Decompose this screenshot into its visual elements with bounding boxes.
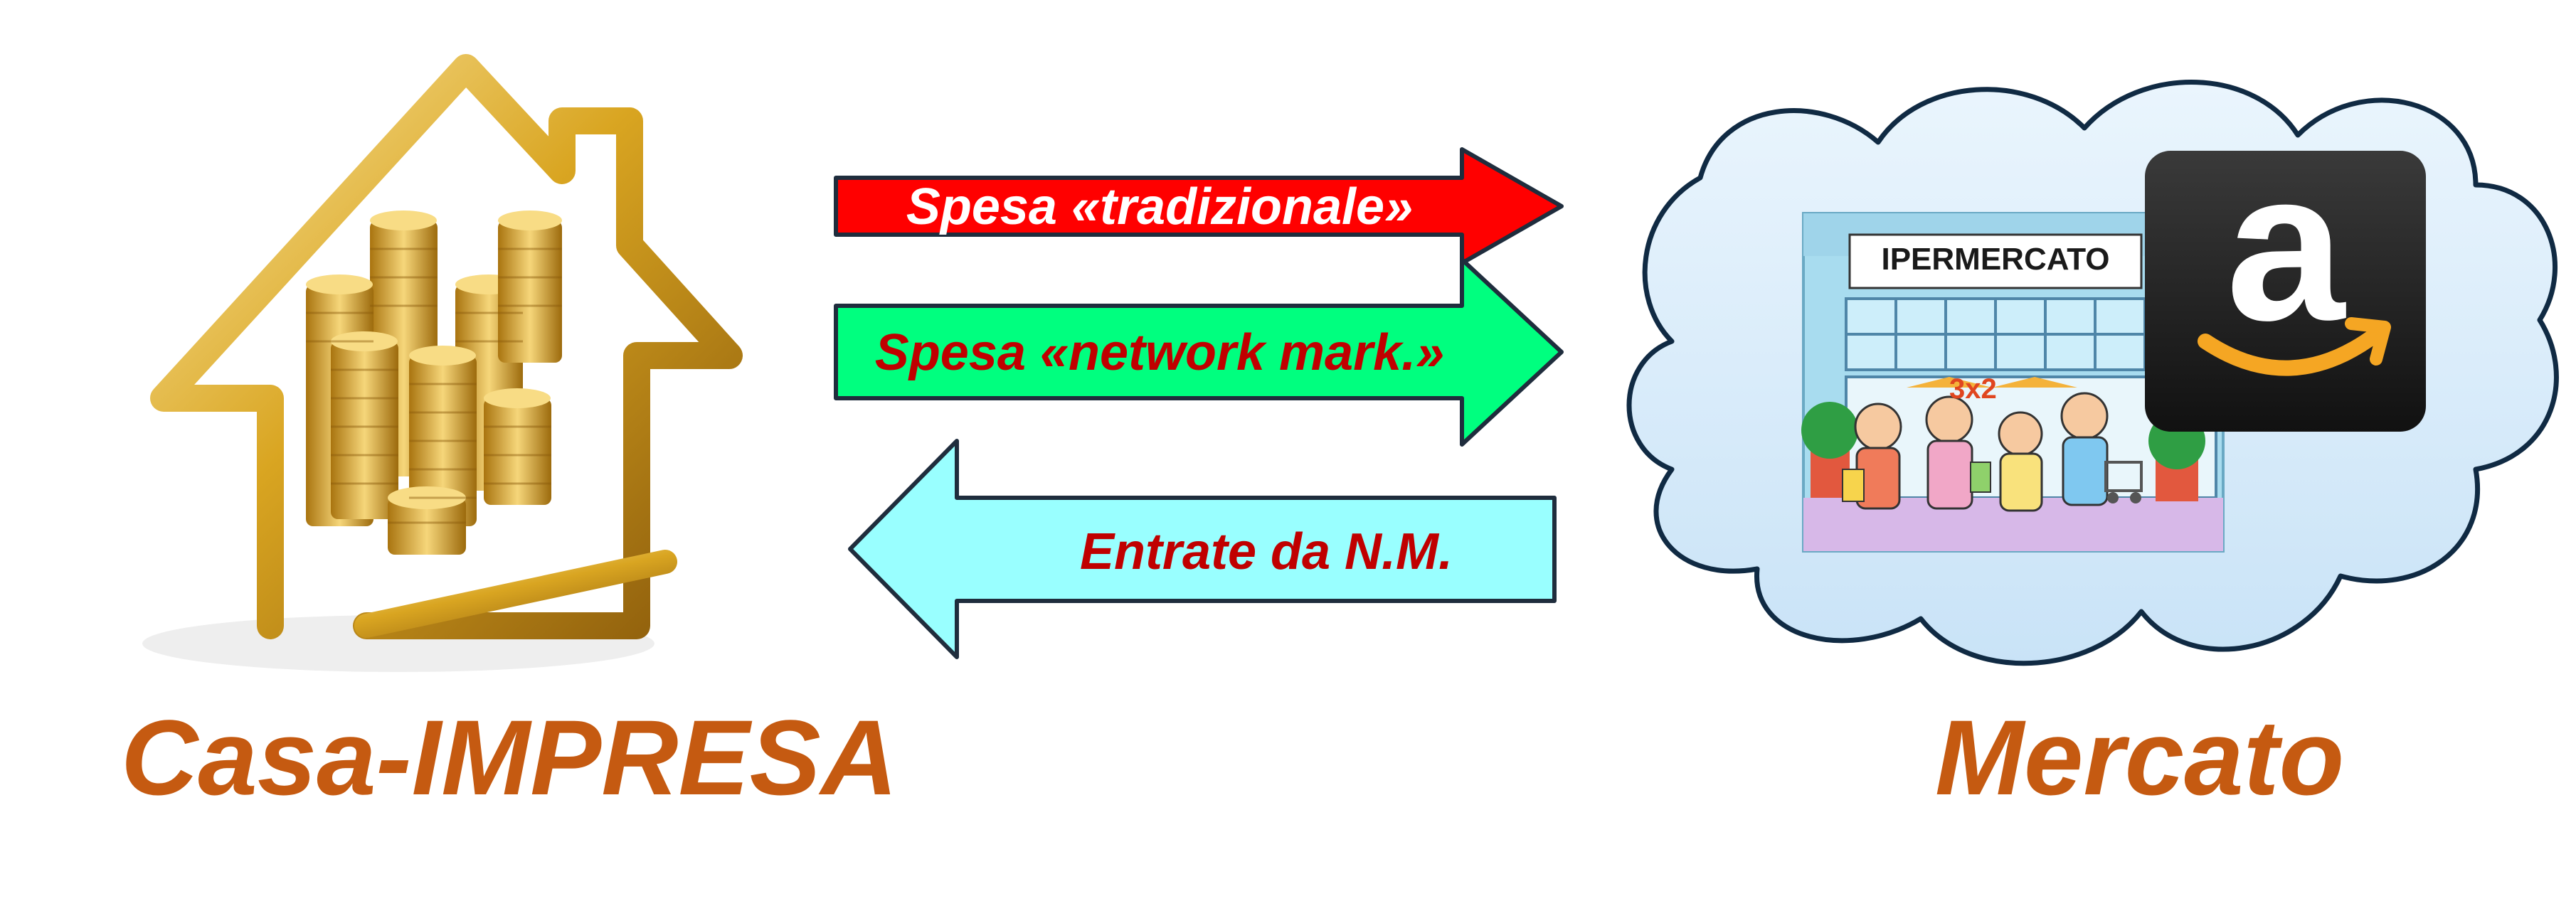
arrow-spesa-tradizionale bbox=[834, 147, 1564, 265]
arrow-spesa-network-marketing bbox=[834, 257, 1564, 447]
flow-label-spesa-tradizionale: Spesa «tradizionale» bbox=[906, 178, 1414, 235]
arrow-entrate-da-nm bbox=[848, 439, 1557, 659]
coin-stacks bbox=[306, 210, 562, 555]
store-sign-board bbox=[1848, 233, 2143, 289]
shoppers bbox=[1842, 392, 2143, 512]
flow-label-spesa-network-marketing: Spesa «network mark.» bbox=[874, 324, 1445, 381]
caption-mercato: Mercato bbox=[1935, 698, 2345, 817]
caption-casa-impresa: Casa-IMPRESA bbox=[121, 698, 898, 817]
store-sign-text: IPERMERCATO bbox=[1881, 242, 2110, 277]
flow-label-entrate-da-nm: Entrate da N.M. bbox=[1079, 523, 1453, 580]
gold-house-icon bbox=[142, 54, 743, 672]
amazon-logo-letter: a bbox=[2226, 126, 2345, 365]
store-window-promo: 3x2 bbox=[1949, 373, 1997, 405]
amazon-logo bbox=[2145, 151, 2426, 432]
